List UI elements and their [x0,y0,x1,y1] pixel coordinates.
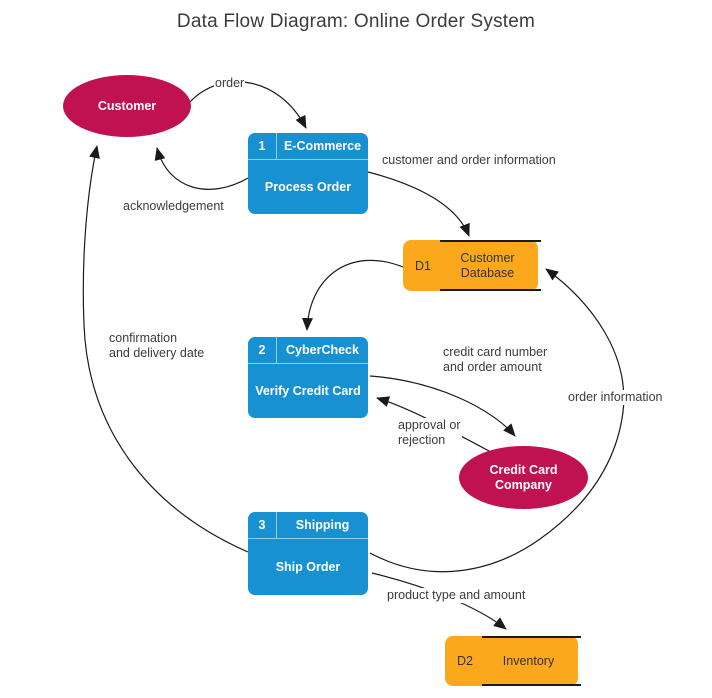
process-1-label: Process Order [264,180,352,194]
edge-order [189,81,307,129]
node-process-1: 1 E-Commerce Process Order [248,133,368,214]
diagram-title: Data Flow Diagram: Online Order System [176,11,536,32]
edge-label-product-type-amount: product type and amount [386,588,527,603]
edge-confirmation [82,145,249,553]
edge-label-customer-order-information: customer and order information [381,153,557,168]
edge-order-information [369,268,625,573]
process-2-number: 2 [248,337,277,363]
node-customer-label: Customer [97,98,157,113]
process-1-header: 1 E-Commerce [248,133,368,160]
edge-label-order: order [214,76,246,91]
node-customer: Customer [63,75,191,137]
process-3-name: Shipping [295,518,350,532]
node-store-d1: D1 Customer Database [403,240,541,291]
node-process-2: 2 CyberCheck Verify Credit Card [248,337,368,418]
edge-credit-card-number [369,375,516,437]
edge-customer-order-information [367,171,470,237]
node-credit-card-company: Credit Card Company [459,446,588,509]
process-1-name: E-Commerce [283,139,362,153]
edge-label-confirmation: confirmation and delivery date [108,331,206,361]
edge-label-credit-card-number: credit card number and order amount [442,345,549,375]
edge-d1-to-verify [301,259,404,331]
edge-label-approval-rejection: approval or rejection [397,418,462,448]
node-process-3: 3 Shipping Ship Order [248,512,368,595]
store-d1-bottom-line [440,289,541,291]
process-2-name: CyberCheck [286,343,359,357]
process-1-number: 1 [248,133,277,159]
node-credit-card-company-label: Credit Card Company [489,462,558,492]
store-d1-label: Customer Database [460,250,515,280]
store-d2-label: Inventory [502,653,555,668]
process-2-label: Verify Credit Card [255,384,361,398]
process-3-label: Ship Order [275,560,341,574]
store-d1-top-line [440,240,541,242]
store-d1-id: D1 [415,258,431,273]
store-d2-bottom-line [482,684,581,686]
node-store-d2: D2 Inventory [445,636,581,686]
store-d2-id: D2 [457,654,473,668]
store-d2-top-line [482,636,581,638]
process-2-header: 2 CyberCheck [248,337,368,364]
edge-acknowledgement [154,147,249,190]
process-3-number: 3 [248,512,277,538]
edge-label-order-information: order information [567,390,664,405]
edge-label-acknowledgement: acknowledgement [122,199,225,214]
process-3-header: 3 Shipping [248,512,368,539]
